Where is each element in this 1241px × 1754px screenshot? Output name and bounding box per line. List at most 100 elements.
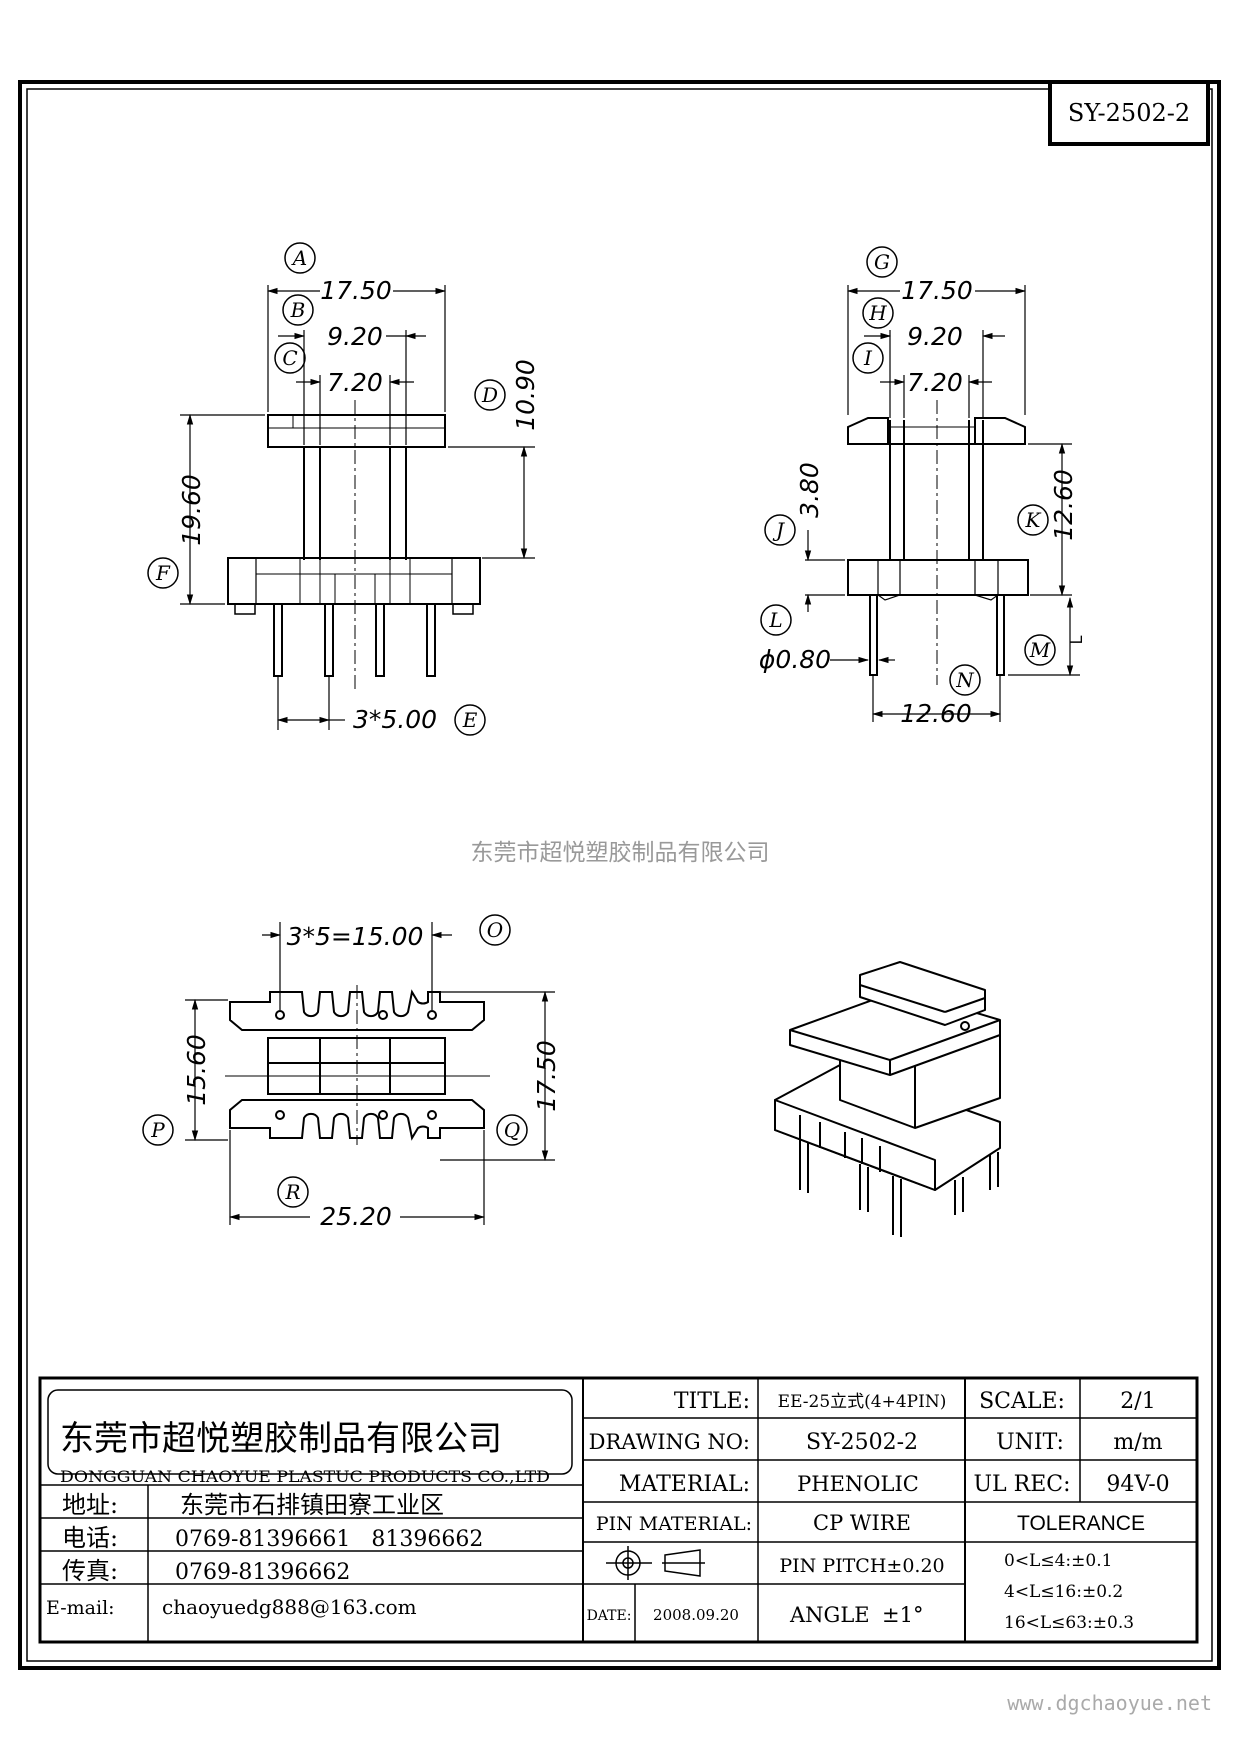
angle-label: ANGLE — [789, 1603, 870, 1627]
svg-text:K: K — [1025, 508, 1042, 532]
balloon-c: C — [274, 342, 306, 374]
balloon-o: O — [479, 914, 511, 946]
outer-frame — [18, 80, 1221, 1670]
svg-text:F: F — [155, 561, 171, 585]
bottom-view-balloons: O P Q R — [142, 914, 528, 1208]
side-view-balloons: G H I J K L M N — [760, 246, 1056, 696]
material-label: MATERIAL: — [619, 1472, 750, 1497]
website: www.dgchaoyue.net — [1007, 1691, 1212, 1715]
dim-h-value: 9.20 — [907, 322, 963, 351]
svg-text:O: O — [487, 918, 503, 942]
balloon-h: H — [862, 297, 894, 329]
email-label: E-mail: — [46, 1597, 115, 1619]
address-label: 地址: — [62, 1491, 118, 1519]
balloon-p: P — [142, 1114, 174, 1146]
tolerance-2: 4<L≤16:±0.2 — [1004, 1582, 1123, 1602]
svg-text:J: J — [772, 518, 785, 542]
address-value: 东莞市石排镇田寮工业区 — [180, 1491, 444, 1519]
tolerance-1: 0<L≤4:±0.1 — [1004, 1551, 1112, 1571]
dim-n-value: 12.60 — [900, 699, 972, 728]
bottom-view — [225, 985, 490, 1145]
email-value: chaoyuedg888@163.com — [162, 1595, 417, 1619]
svg-text:P: P — [150, 1118, 165, 1142]
dim-c-value: 7.20 — [327, 368, 383, 397]
dim-b-value: 9.20 — [327, 322, 383, 351]
scale-value: 2/1 — [1120, 1389, 1155, 1414]
dim-a-value: 17.50 — [320, 276, 392, 305]
dim-r-value: 25.20 — [320, 1202, 392, 1231]
dim-o-value: 3*5=15.00 — [287, 922, 424, 951]
drawing-no-value: SY-2502-2 — [806, 1430, 918, 1455]
drawing-no-label: DRAWING NO: — [589, 1430, 750, 1454]
dim-q-value: 17.50 — [532, 1040, 561, 1112]
dim-l-value: ϕ0.80 — [759, 645, 831, 674]
material-value: PHENOLIC — [797, 1472, 919, 1496]
projection-symbol — [606, 1546, 705, 1580]
scale-label: SCALE: — [979, 1389, 1065, 1414]
pin-pitch: PIN PITCH±0.20 — [779, 1555, 944, 1577]
dim-k-value: 12.60 — [1049, 469, 1078, 541]
phone-value: 0769-81396661 81396662 — [175, 1527, 483, 1552]
title-label: TITLE: — [674, 1389, 750, 1414]
dim-i-value: 7.20 — [907, 368, 963, 397]
angle-value: ±1° — [882, 1603, 923, 1627]
title-block — [38, 1376, 1199, 1644]
bottom-view-dimensions — [185, 922, 555, 1225]
date-value: 2008.09.20 — [653, 1606, 739, 1624]
fax-value: 0769-81396662 — [175, 1560, 350, 1585]
svg-text:B: B — [290, 298, 306, 322]
side-view-dimensions — [804, 285, 1080, 722]
balloon-f: F — [147, 557, 179, 589]
balloon-e: E — [454, 704, 486, 736]
dim-d-value: 10.90 — [511, 359, 540, 431]
balloon-d: D — [474, 379, 506, 411]
unit-label: UNIT: — [996, 1430, 1064, 1455]
front-view-dimensions — [180, 285, 535, 730]
svg-text:L: L — [768, 608, 782, 632]
phone-label: 电话: — [62, 1524, 118, 1552]
dim-m-value: L — [1067, 635, 1086, 644]
date-label: DATE: — [587, 1608, 632, 1624]
fax-label: 传真: — [62, 1557, 118, 1585]
unit-value: m/m — [1113, 1430, 1162, 1455]
isometric-view — [774, 961, 1001, 1237]
svg-text:M: M — [1029, 638, 1051, 662]
dim-e-value: 3*5.00 — [353, 705, 437, 734]
dim-f-value: 19.60 — [177, 474, 206, 546]
balloon-k: K — [1017, 504, 1049, 536]
company-box — [47, 1389, 573, 1475]
svg-text:R: R — [284, 1180, 300, 1204]
balloon-m: M — [1024, 634, 1056, 666]
drawing-code-box: SY-2502-2 — [1048, 80, 1210, 146]
dim-j-value: 3.80 — [795, 462, 824, 518]
svg-text:N: N — [955, 668, 975, 692]
company-name-en: DONGGUAN CHAOYUE PLASTUC PRODUCTS CO.,LT… — [60, 1467, 550, 1486]
balloon-n: N — [949, 664, 981, 696]
balloon-j: J — [764, 514, 796, 546]
front-view-balloons: A B C D E F — [147, 242, 506, 736]
balloon-b: B — [282, 294, 314, 326]
balloon-l: L — [760, 604, 792, 636]
front-view-dim-text: 17.50 9.20 7.20 10.90 19.60 3*5.00 — [177, 276, 540, 734]
dim-g-value: 17.50 — [901, 276, 973, 305]
drawing-code: SY-2502-2 — [1068, 99, 1190, 127]
balloon-g: G — [866, 246, 898, 278]
balloon-q: Q — [496, 1114, 528, 1146]
dim-p-value: 15.60 — [182, 1034, 211, 1106]
front-view — [227, 400, 481, 690]
svg-text:A: A — [291, 246, 307, 270]
pin-material-value: CP WIRE — [813, 1511, 911, 1535]
svg-text:E: E — [462, 708, 478, 732]
balloon-i: I — [852, 342, 884, 374]
svg-text:Q: Q — [504, 1118, 520, 1142]
inner-frame — [26, 88, 1213, 1662]
side-view — [847, 400, 1029, 685]
title-value: EE-25立式(4+4PIN) — [778, 1392, 947, 1412]
title-block-text: 东莞市超悦塑胶制品有限公司 DONGGUAN CHAOYUE PLASTUC P… — [46, 1389, 1170, 1633]
svg-text:I: I — [863, 346, 873, 370]
company-name-cn: 东莞市超悦塑胶制品有限公司 — [60, 1419, 502, 1459]
bottom-view-dim-text: 3*5=15.00 15.60 17.50 25.20 — [182, 922, 561, 1231]
pin-material-label: PIN MATERIAL: — [596, 1513, 752, 1535]
ul-value: 94V-0 — [1106, 1472, 1169, 1497]
